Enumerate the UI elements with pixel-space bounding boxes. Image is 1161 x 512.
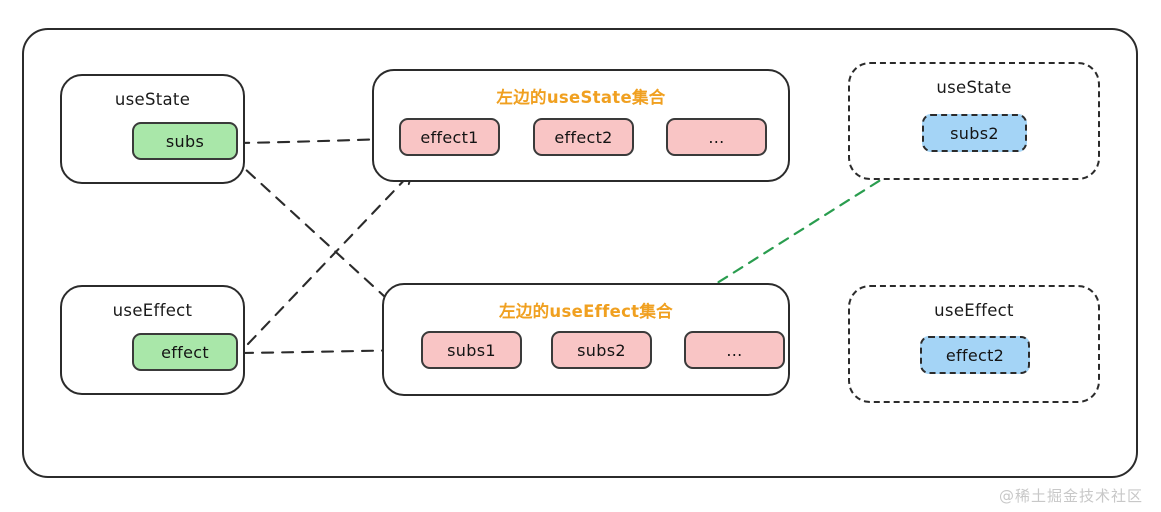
chip-subs1[interactable]: subs1 <box>421 331 522 369</box>
connector-subs-to-subs1 <box>230 155 422 331</box>
watermark: @稀土掘金技术社区 <box>998 487 1143 505</box>
chip-effect2[interactable]: effect2 <box>533 118 634 156</box>
panel-right-useeffect-title: useEffect <box>934 301 1014 320</box>
panel-mid-useeffect-collection-title: 左边的useEffect集合 <box>499 302 673 321</box>
diagram-outer-frame <box>22 28 1138 478</box>
chip-usestate-collection-ellipsis[interactable]: ... <box>666 118 767 156</box>
panel-left-usestate-title: useState <box>114 90 191 109</box>
chip-subs2-collection[interactable]: subs2 <box>551 331 652 369</box>
chip-effect1[interactable]: effect1 <box>399 118 500 156</box>
connector-effect-to-effect1 <box>246 170 414 346</box>
panel-mid-usestate-collection-title: 左边的useState集合 <box>496 88 666 107</box>
chip-effect[interactable]: effect <box>132 333 238 371</box>
panel-left-useeffect-title: useEffect <box>112 301 193 320</box>
chip-effect2-right[interactable]: effect2 <box>920 336 1030 374</box>
chip-useeffect-collection-ellipsis[interactable]: ... <box>684 331 785 369</box>
chip-subs2-right[interactable]: subs2 <box>922 114 1027 152</box>
panel-right-usestate-title: useState <box>936 78 1012 97</box>
connector-subs-to-effect1 <box>236 133 394 146</box>
chip-subs[interactable]: subs <box>132 122 238 160</box>
